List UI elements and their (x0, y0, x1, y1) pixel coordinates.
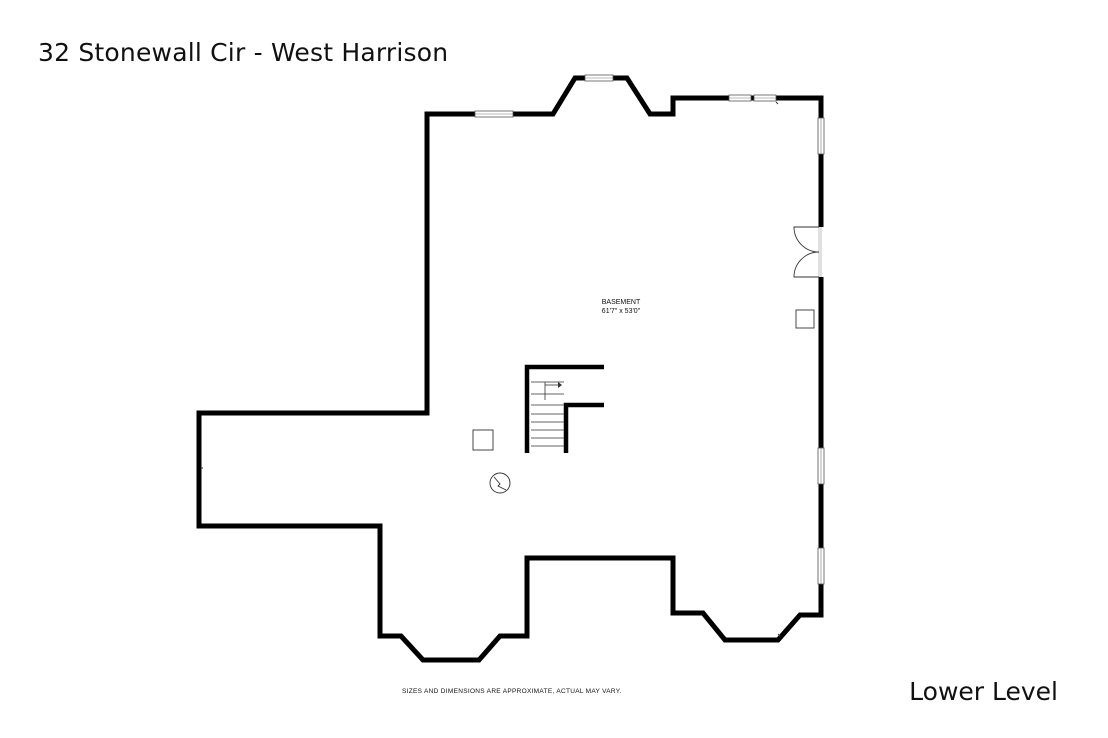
fixture-box (795, 309, 815, 329)
room-dimensions: 61'7" x 53'0" (602, 308, 641, 315)
arrow-right-icon (558, 382, 562, 388)
double-door (793, 226, 825, 278)
room-name: BASEMENT (602, 299, 641, 306)
fixture-square (472, 429, 494, 451)
electrical-panel-icon (489, 472, 511, 494)
staircase (524, 364, 604, 453)
disclaimer-text: SIZES AND DIMENSIONS ARE APPROXIMATE, AC… (402, 688, 622, 695)
windows (474, 74, 825, 585)
exterior-wall (196, 75, 824, 663)
level-label: Lower Level (909, 677, 1058, 706)
page-title: 32 Stonewall Cir - West Harrison (38, 38, 449, 67)
